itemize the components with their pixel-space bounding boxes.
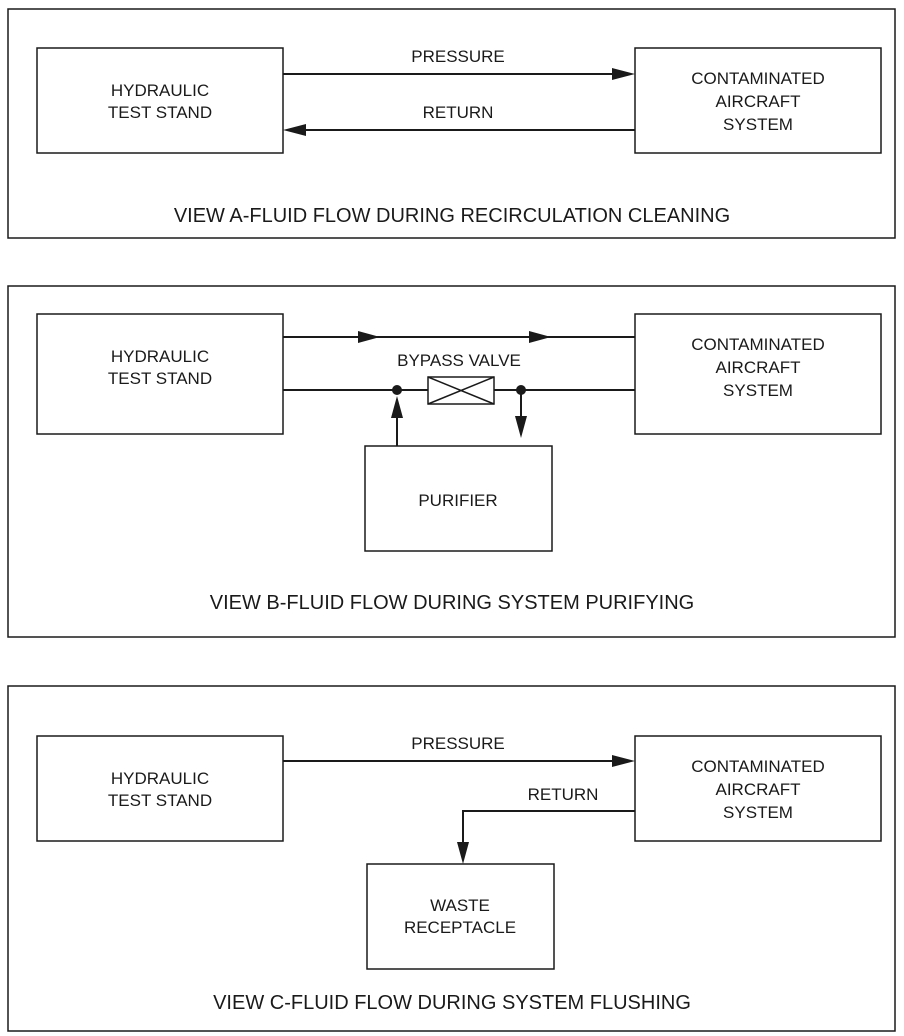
view-b-test-stand-label-1: HYDRAULIC bbox=[111, 347, 209, 366]
view-a-test-stand-label-2: TEST STAND bbox=[108, 103, 212, 122]
view-c-return-label: RETURN bbox=[528, 785, 599, 804]
view-a-panel: HYDRAULIC TEST STAND CONTAMINATED AIRCRA… bbox=[7, 8, 896, 239]
view-b-purifier-inlet-arrowhead bbox=[515, 416, 527, 438]
view-b-junction-left bbox=[392, 385, 402, 395]
view-a-test-stand-label-1: HYDRAULIC bbox=[111, 81, 209, 100]
view-b-test-stand-box bbox=[36, 313, 284, 435]
view-c-test-stand-label-2: TEST STAND bbox=[108, 791, 212, 810]
view-c-test-stand-label-1: HYDRAULIC bbox=[111, 769, 209, 788]
view-b-purifier-label: PURIFIER bbox=[418, 491, 497, 510]
view-a-caption: VIEW A-FLUID FLOW DURING RECIRCULATION C… bbox=[174, 205, 730, 227]
view-a-pressure-arrowhead bbox=[612, 68, 635, 80]
view-b-bypass-label: BYPASS VALVE bbox=[397, 351, 521, 370]
view-a-aircraft-label-1: CONTAMINATED bbox=[691, 69, 824, 88]
view-b-frame bbox=[7, 285, 896, 638]
view-b-aircraft-label-1: CONTAMINATED bbox=[691, 335, 824, 354]
view-b-pressure-arrowhead-2 bbox=[529, 331, 551, 343]
view-c-aircraft-label-1: CONTAMINATED bbox=[691, 757, 824, 776]
view-c-waste-label-2: RECEPTACLE bbox=[404, 918, 516, 937]
view-c-return-arrowhead bbox=[457, 842, 469, 864]
view-b-bypass-valve bbox=[427, 376, 495, 405]
view-c-test-stand-box bbox=[36, 735, 284, 842]
view-c-return-line bbox=[462, 810, 635, 846]
view-c-aircraft-box bbox=[634, 735, 882, 842]
view-b-caption: VIEW B-FLUID FLOW DURING SYSTEM PURIFYIN… bbox=[210, 592, 694, 614]
view-b-test-stand-label-2: TEST STAND bbox=[108, 369, 212, 388]
view-c-frame bbox=[7, 685, 896, 1032]
view-b-pressure-arrowhead-1 bbox=[358, 331, 380, 343]
view-b-aircraft-label-3: SYSTEM bbox=[723, 381, 793, 400]
view-b-aircraft-box bbox=[634, 313, 882, 435]
view-a-return-arrowhead bbox=[283, 124, 306, 136]
view-a-aircraft-label-3: SYSTEM bbox=[723, 115, 793, 134]
view-a-aircraft-box bbox=[634, 47, 882, 154]
view-c-panel: HYDRAULIC TEST STAND CONTAMINATED AIRCRA… bbox=[7, 685, 896, 1032]
view-c-waste-label-1: WASTE bbox=[430, 896, 490, 915]
view-c-pressure-label: PRESSURE bbox=[411, 734, 505, 753]
view-a-aircraft-label-2: AIRCRAFT bbox=[716, 92, 801, 111]
view-a-test-stand-box bbox=[36, 47, 284, 154]
view-b-purifier-outlet-arrowhead bbox=[391, 396, 403, 418]
view-b-panel: HYDRAULIC TEST STAND CONTAMINATED AIRCRA… bbox=[7, 285, 896, 638]
view-c-aircraft-label-2: AIRCRAFT bbox=[716, 780, 801, 799]
view-b-aircraft-label-2: AIRCRAFT bbox=[716, 358, 801, 377]
view-c-aircraft-label-3: SYSTEM bbox=[723, 803, 793, 822]
view-c-caption: VIEW C-FLUID FLOW DURING SYSTEM FLUSHING bbox=[213, 992, 691, 1014]
view-c-pressure-arrowhead bbox=[612, 755, 635, 767]
view-b-purifier-box bbox=[364, 445, 553, 552]
view-c-waste-box bbox=[366, 863, 555, 970]
view-a-return-label: RETURN bbox=[423, 103, 494, 122]
view-a-frame bbox=[7, 8, 896, 239]
view-a-pressure-label: PRESSURE bbox=[411, 47, 505, 66]
